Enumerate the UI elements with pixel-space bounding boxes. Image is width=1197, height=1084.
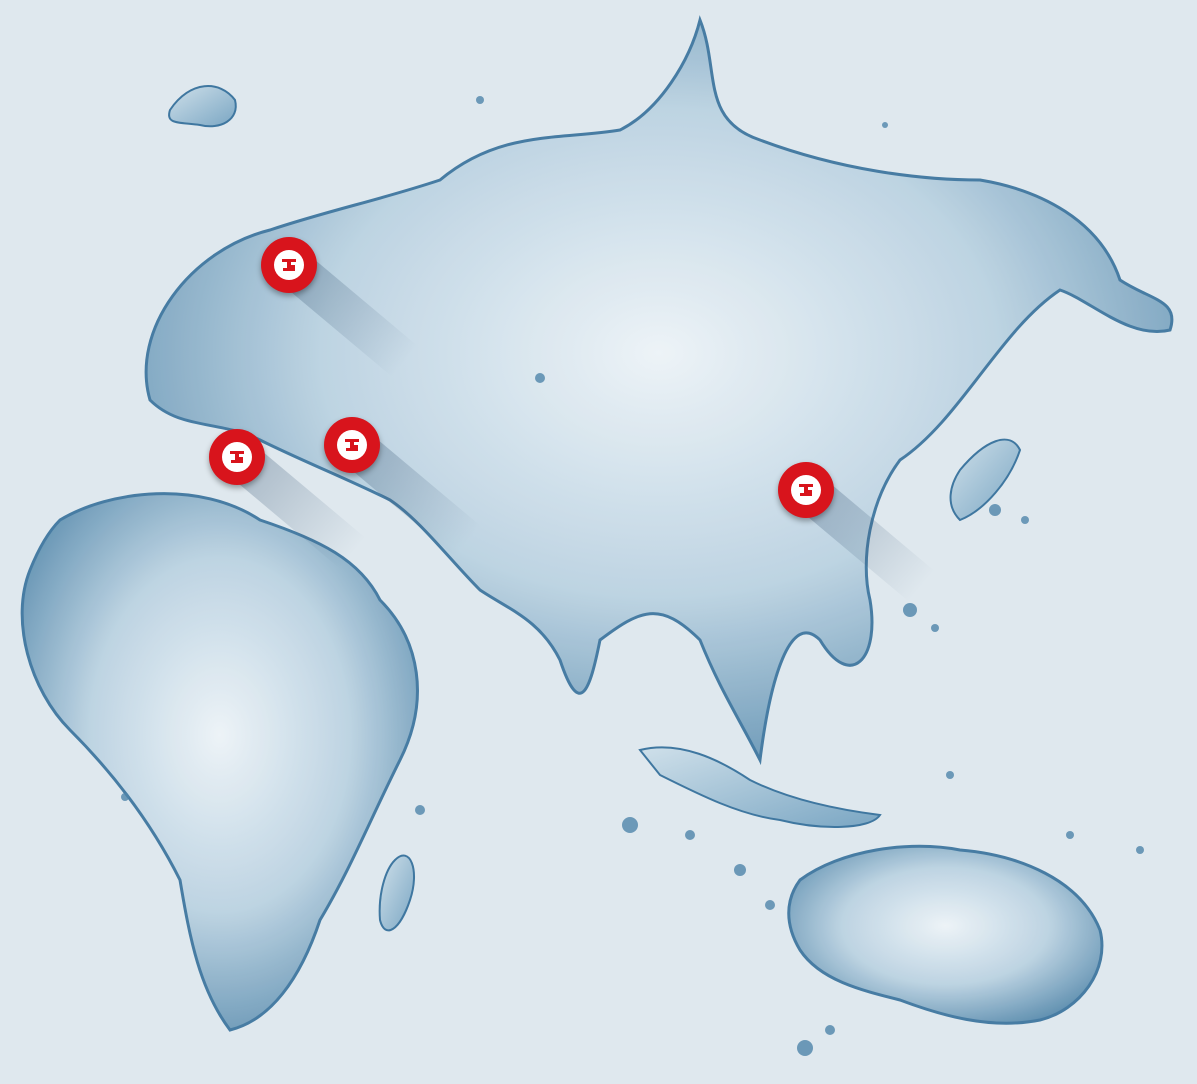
location-marker-east-asia[interactable] [778,462,834,518]
tc-logo-icon [222,442,252,472]
tc-logo-icon [274,250,304,280]
indonesia-shape [638,746,882,828]
location-marker-europe-southwest[interactable] [209,429,265,485]
madagascar-shape [378,854,415,932]
australia-shape [787,844,1104,1025]
tc-logo-icon [791,475,821,505]
location-marker-europe-southeast[interactable] [324,417,380,473]
eurasia-shape [144,15,1174,766]
japan-shape [949,438,1022,522]
location-marker-europe-north[interactable] [261,237,317,293]
water-droplets [121,96,1144,1056]
tc-logo-icon [337,430,367,460]
africa-shape [20,492,419,1032]
british-isles-shape [168,85,237,128]
